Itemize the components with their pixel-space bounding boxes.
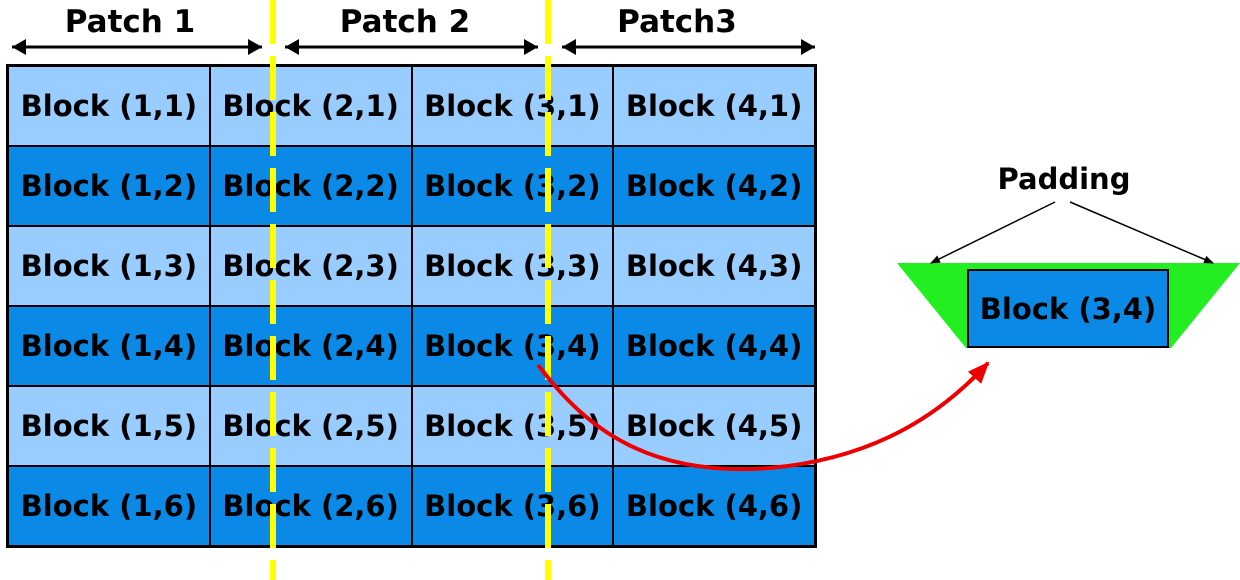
block-cell: Block (3,4): [411, 306, 614, 386]
block-cell: Block (3,2): [411, 146, 614, 226]
block-cell: Block (3,6): [411, 466, 614, 546]
padded-block: Block (3,4): [967, 269, 1169, 348]
block-cell: Block (1,5): [8, 386, 210, 466]
padding-pointer-right: [1069, 201, 1214, 264]
block-cell: Block (4,5): [613, 386, 815, 466]
block-cell: Block (4,6): [613, 466, 815, 546]
padding-pointer-left: [930, 201, 1056, 264]
block-cell: Block (2,2): [209, 146, 412, 226]
patch-span-arrow-3: [562, 39, 815, 55]
patch-label-2: Patch 2: [339, 4, 471, 40]
block-cell: Block (1,3): [8, 226, 210, 306]
patch-span-arrow-2: [285, 39, 538, 55]
block-cell: Block (4,3): [613, 226, 815, 306]
block-cell: Block (2,5): [209, 386, 412, 466]
block-cell: Block (2,6): [209, 466, 412, 546]
block-cell: Block (3,5): [411, 386, 614, 466]
patch-label-3: Patch3: [617, 4, 737, 40]
patch-span-arrow-1: [12, 39, 262, 55]
block-cell: Block (2,1): [209, 66, 412, 146]
block-cell: Block (2,3): [209, 226, 412, 306]
block-grid: Block (1,1)Block (2,1)Block (3,1)Block (…: [6, 64, 817, 548]
block-cell: Block (3,1): [411, 66, 614, 146]
block-cell: Block (4,1): [613, 66, 815, 146]
block-cell: Block (3,3): [411, 226, 614, 306]
block-cell: Block (4,2): [613, 146, 815, 226]
block-cell: Block (2,4): [209, 306, 412, 386]
padding-label: Padding: [997, 162, 1131, 196]
block-cell: Block (1,1): [8, 66, 210, 146]
patch-label-1: Patch 1: [64, 4, 196, 40]
block-cell: Block (1,6): [8, 466, 210, 546]
block-cell: Block (1,2): [8, 146, 210, 226]
block-cell: Block (4,4): [613, 306, 815, 386]
block-cell: Block (1,4): [8, 306, 210, 386]
